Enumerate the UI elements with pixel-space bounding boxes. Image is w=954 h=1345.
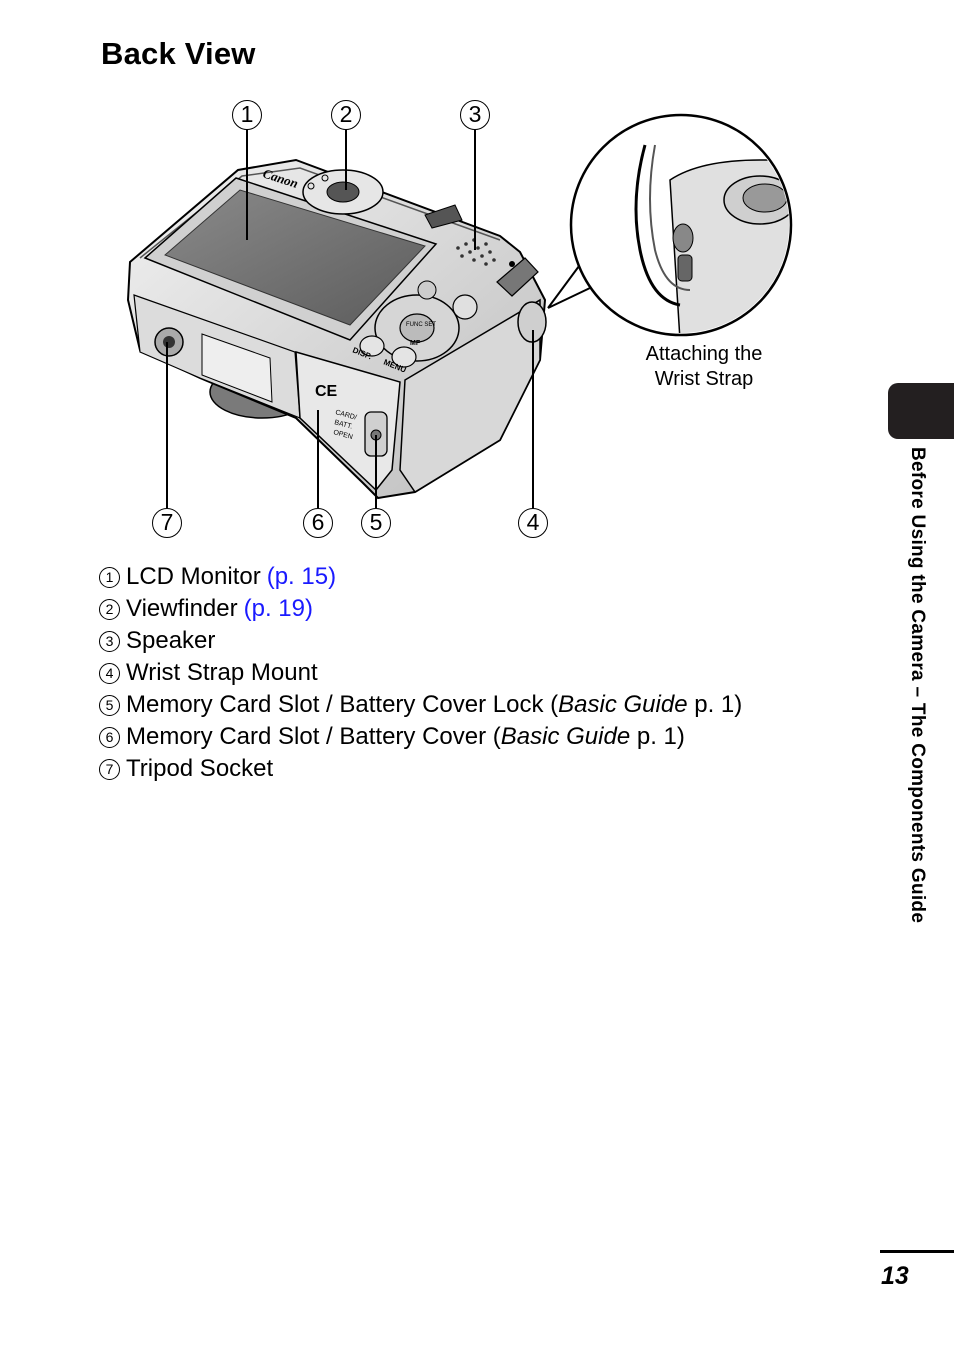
inset-caption: Attaching the Wrist Strap xyxy=(645,343,763,390)
legend-number: 2 xyxy=(99,598,120,620)
speaker-grille xyxy=(456,238,496,266)
callout-6: 6 xyxy=(303,508,333,538)
legend-item: 7 Tripod Socket xyxy=(99,753,742,785)
legend-suffix: p. 1) xyxy=(687,691,743,718)
legend-suffix: p. 1) xyxy=(630,723,685,750)
parts-legend: 1 LCD Monitor (p. 15) 2 Viewfinder (p. 1… xyxy=(99,561,742,785)
legend-item: 6 Memory Card Slot / Battery Cover ( Bas… xyxy=(99,721,742,753)
legend-label: Memory Card Slot / Battery Cover ( xyxy=(126,723,501,750)
legend-number: 5 xyxy=(99,694,120,716)
legend-label: LCD Monitor xyxy=(126,563,261,590)
page-number-rule xyxy=(880,1250,954,1253)
callout-3: 3 xyxy=(460,100,490,130)
svg-text:BATT.: BATT. xyxy=(333,419,353,431)
legend-label: Memory Card Slot / Battery Cover Lock ( xyxy=(126,691,559,718)
legend-label: Tripod Socket xyxy=(126,755,274,782)
legend-item: 3 Speaker xyxy=(99,625,742,657)
legend-item: 4 Wrist Strap Mount xyxy=(99,657,742,689)
legend-guide-name: Basic Guide xyxy=(558,691,688,718)
callout-7: 7 xyxy=(152,508,182,538)
legend-item: 1 LCD Monitor (p. 15) xyxy=(99,561,742,593)
legend-number: 6 xyxy=(99,726,120,748)
svg-text:CE: CE xyxy=(315,383,338,400)
legend-number: 7 xyxy=(99,758,120,780)
page-reference-link[interactable]: (p. 19) xyxy=(243,595,313,622)
page-reference-link[interactable]: (p. 15) xyxy=(266,563,337,590)
chapter-tab xyxy=(888,383,954,439)
legend-label: Viewfinder xyxy=(126,595,238,622)
legend-guide-name: Basic Guide xyxy=(500,723,631,750)
svg-text:FUNC SET: FUNC SET xyxy=(406,322,436,328)
page-heading: Back View xyxy=(101,36,256,71)
legend-item: 5 Memory Card Slot / Battery Cover Lock … xyxy=(99,689,742,721)
callout-4: 4 xyxy=(518,508,548,538)
legend-number: 1 xyxy=(99,566,120,588)
svg-text:OPEN: OPEN xyxy=(332,429,353,441)
svg-text:MF: MF xyxy=(410,340,421,347)
legend-label: Wrist Strap Mount xyxy=(126,659,318,686)
callout-5: 5 xyxy=(361,508,391,538)
legend-number: 4 xyxy=(99,662,120,684)
page-number: 13 xyxy=(881,1262,909,1290)
wrist-strap-inset xyxy=(547,113,793,337)
camera-back-view-illustration: Canon FUNC SET MF DISP. MENU CE CARD/ BA… xyxy=(126,113,793,508)
legend-item: 2 Viewfinder (p. 19) xyxy=(99,593,742,625)
chapter-title: Before Using the Camera – The Components… xyxy=(907,447,928,924)
legend-label: Speaker xyxy=(126,627,216,654)
callout-1: 1 xyxy=(232,100,262,130)
legend-number: 3 xyxy=(99,630,120,652)
callout-2: 2 xyxy=(331,100,361,130)
